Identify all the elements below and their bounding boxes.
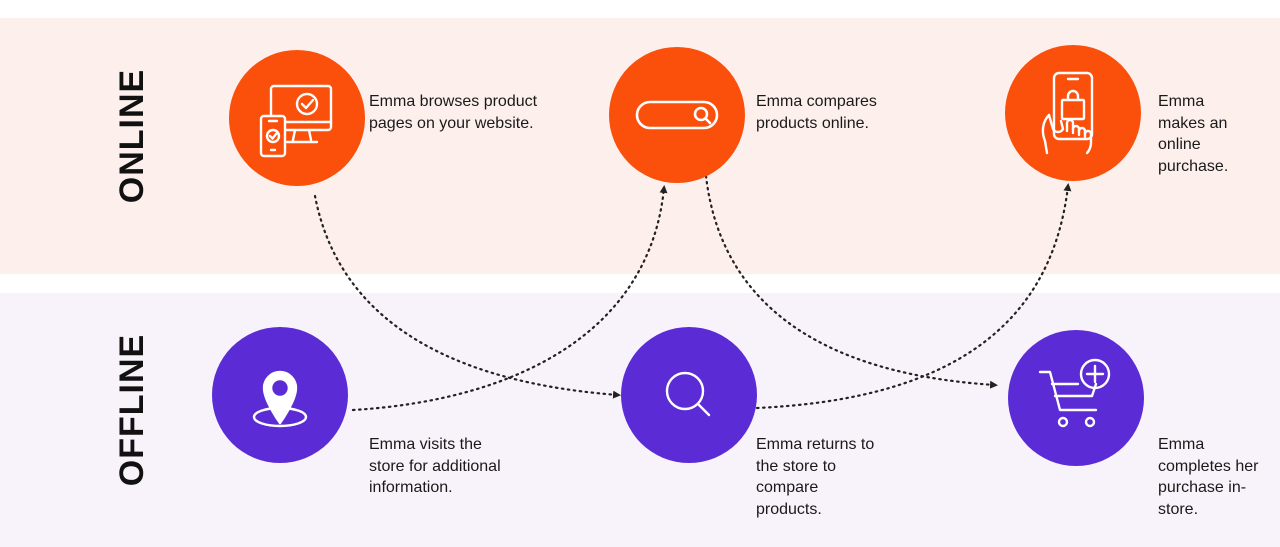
- step-caption-complete: Emma completes her purchase in-store.: [1158, 436, 1259, 518]
- step-node-purchase-online: [1005, 45, 1141, 181]
- location-pin-icon: [252, 370, 308, 428]
- connector-browse-to-return: [313, 194, 621, 399]
- devices-check-icon: [259, 84, 333, 158]
- step-caption-return: Emma returns to the store to compare pro…: [756, 436, 875, 518]
- connector-return-to-purchase: [755, 183, 1072, 410]
- connector-visit-to-compare: [351, 185, 668, 412]
- step-caption-purchase-online: Emma makes an online purchase.: [1158, 93, 1229, 175]
- step-node-browse: [229, 50, 365, 186]
- connector-compare-to-complete: [704, 174, 998, 389]
- step-node-return: [621, 327, 757, 463]
- step-caption-visit: Emma visits the store for additional inf…: [369, 436, 501, 496]
- cart-add-icon: [1038, 358, 1111, 428]
- step-node-visit: [212, 327, 348, 463]
- step-node-complete: [1008, 330, 1144, 466]
- step-caption-compare-online: Emma compares products online.: [756, 93, 877, 132]
- phone-shopping-bag-icon: [1041, 71, 1094, 155]
- step-caption-browse: Emma browses product pages on your websi…: [369, 93, 538, 132]
- magnifier-icon: [665, 371, 711, 417]
- step-node-compare-online: [609, 47, 745, 183]
- search-bar-icon: [635, 100, 719, 130]
